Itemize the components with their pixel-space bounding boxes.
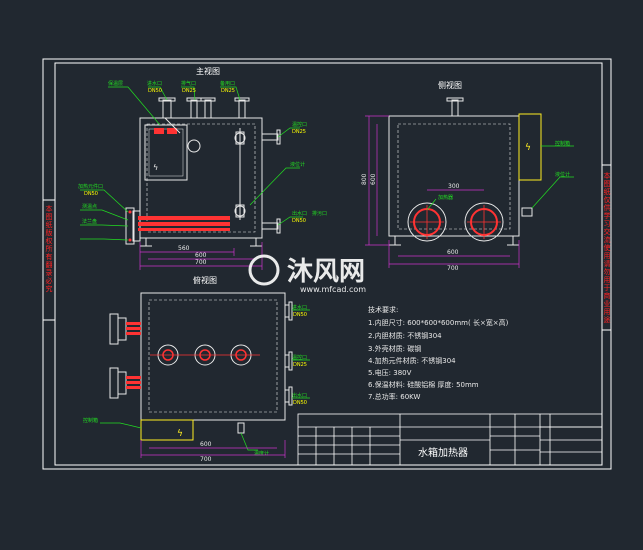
front-vessel-body bbox=[139, 117, 263, 239]
side-view: 侧视图 ϟ bbox=[361, 80, 574, 272]
tech-title: 技术要求: bbox=[368, 305, 398, 314]
top-view: 俯视图 bbox=[83, 275, 310, 463]
label-outlet: 出水口 bbox=[292, 210, 307, 217]
front-view-title: 主视图 bbox=[196, 66, 220, 76]
top-dim-w: 600 bbox=[200, 441, 212, 448]
label-heater-size: DN50 bbox=[84, 191, 98, 197]
label-stir: 保温层 bbox=[108, 80, 123, 87]
tech-line-7: 7.总功率: 60KW bbox=[368, 392, 421, 401]
label-spare: 备用口 bbox=[220, 80, 235, 87]
top-label-p3: 出水口 bbox=[292, 392, 307, 399]
watermark-brand: 沐风网 bbox=[287, 257, 365, 287]
label-vent-size: DN25 bbox=[182, 88, 196, 94]
front-labels: 保温层 进水口 DN50 排气口 DN25 备用口 DN25 温控口 DN25 … bbox=[78, 80, 327, 225]
front-vessel-inner bbox=[146, 123, 256, 233]
tech-line-2: 2.内胆材质: 不锈钢304 bbox=[368, 331, 442, 340]
left-margin-note: 本图纸版权所有翻录必究 bbox=[45, 204, 53, 293]
top-label-thermo: 温度计 bbox=[254, 450, 269, 457]
top-dimensions bbox=[140, 440, 286, 458]
label-ctrl-size: DN25 bbox=[292, 129, 306, 135]
title-block-name: 水箱加热器 bbox=[418, 446, 468, 459]
label-drain: 排污口 bbox=[312, 210, 327, 217]
tech-line-5: 5.电压: 380V bbox=[368, 368, 412, 377]
top-heater-rings bbox=[150, 344, 260, 366]
top-label-p1: 进水口 bbox=[292, 304, 307, 311]
side-dim-inner: 300 bbox=[448, 183, 460, 190]
side-label-control-box: 控制箱 bbox=[555, 140, 570, 147]
front-right-nozzles bbox=[261, 129, 281, 234]
label-outlet-size: DN50 bbox=[292, 218, 306, 224]
side-dim-w2: 700 bbox=[447, 265, 459, 272]
label-flange: 法兰盘 bbox=[82, 218, 97, 225]
side-control-box bbox=[518, 113, 542, 181]
label-ctrl: 温控口 bbox=[292, 121, 307, 128]
side-dimensions bbox=[365, 115, 520, 268]
front-top-nozzles bbox=[158, 97, 250, 119]
tech-line-1: 1.内胆尺寸: 600*600*600mm( 长×宽×高) bbox=[368, 318, 509, 327]
top-label-box: 控制箱 bbox=[83, 417, 98, 424]
tech-line-3: 3.外壳材质: 碳钢 bbox=[368, 344, 421, 353]
side-heater-flanges bbox=[407, 202, 504, 242]
label-heater-port: 加热元件口 bbox=[78, 183, 103, 190]
top-view-title: 俯视图 bbox=[193, 275, 217, 285]
front-level-gauge bbox=[234, 128, 246, 220]
right-margin-note: 本图纸仅供学习交流使用请勿用于商业用途 bbox=[603, 171, 611, 324]
top-label-p2: 温控口 bbox=[292, 354, 307, 361]
side-heater-label: 加热器 bbox=[438, 194, 453, 201]
side-dim-w: 600 bbox=[447, 249, 459, 256]
side-view-title: 侧视图 bbox=[438, 80, 462, 90]
side-vessel-inner bbox=[397, 123, 511, 230]
side-label-level: 液位计 bbox=[555, 171, 570, 178]
label-level: 液位计 bbox=[290, 161, 305, 168]
top-left-heaters bbox=[109, 313, 141, 399]
label-inlet: 进水口 bbox=[147, 80, 162, 87]
svg-text:ϟ: ϟ bbox=[153, 163, 158, 172]
top-right-nozzles bbox=[284, 301, 293, 406]
tech-requirements: 技术要求: 1.内胆尺寸: 600*600*600mm( 长×宽×高) 2.内胆… bbox=[368, 305, 509, 401]
front-legs bbox=[140, 238, 262, 247]
top-vessel-inner bbox=[148, 299, 278, 413]
top-dim-w2: 700 bbox=[200, 456, 212, 463]
front-control-panel bbox=[144, 124, 188, 181]
label-vent: 排气口 bbox=[181, 80, 196, 87]
label-spare-size: DN25 bbox=[221, 88, 235, 94]
front-dimensions bbox=[139, 242, 263, 270]
side-dim-h2: 600 bbox=[370, 173, 377, 185]
svg-text:ϟ: ϟ bbox=[525, 143, 531, 153]
watermark-url: www.mfcad.com bbox=[300, 285, 366, 294]
side-dim-h: 800 bbox=[361, 173, 368, 185]
label-temp: 测温点 bbox=[82, 203, 97, 210]
top-label-p3-size: DN50 bbox=[293, 400, 307, 406]
label-inlet-size: DN50 bbox=[148, 88, 162, 94]
svg-text:ϟ: ϟ bbox=[177, 429, 183, 439]
front-dim-a: 560 bbox=[178, 245, 190, 252]
tech-line-4: 4.加热元件材质: 不锈钢304 bbox=[368, 356, 456, 365]
front-dim-b: 600 bbox=[195, 252, 207, 259]
front-view: 主视图 ϟ bbox=[78, 66, 327, 270]
watermark: 沐风网 www.mfcad.com bbox=[248, 254, 366, 294]
top-label-p1-size: DN50 bbox=[293, 312, 307, 318]
title-block bbox=[297, 413, 603, 466]
front-heater-assembly bbox=[125, 207, 230, 245]
front-leaders bbox=[80, 86, 303, 241]
front-dim-c: 700 bbox=[195, 259, 207, 266]
top-label-p2-size: DN25 bbox=[293, 362, 307, 368]
tech-line-6: 6.保温材料: 硅酸铝棉 厚度: 50mm bbox=[368, 380, 479, 389]
top-control-box bbox=[140, 419, 194, 441]
